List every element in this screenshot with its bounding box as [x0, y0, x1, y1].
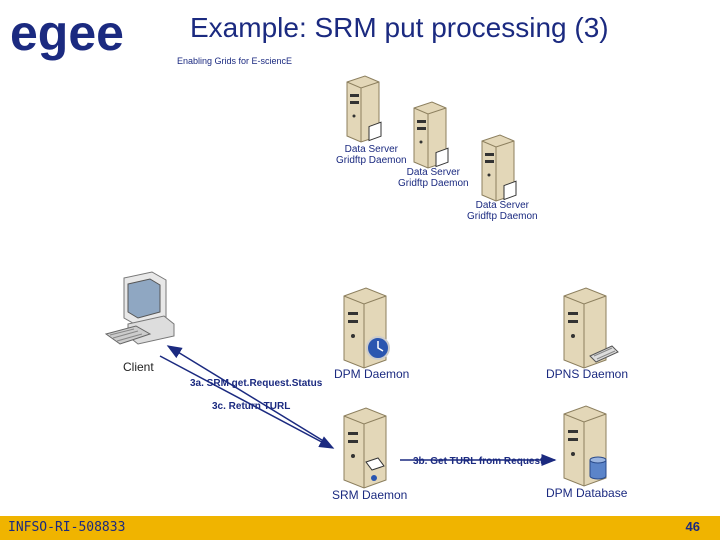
dpm-database-label: DPM Database	[546, 486, 628, 500]
footer-project-id: INFSO-RI-508833	[8, 520, 126, 535]
dpm-database-server-icon	[563, 405, 607, 487]
dpm-daemon-server-icon	[343, 287, 390, 369]
arrow-3a-label: 3a. SRM get.Request.Status	[190, 378, 323, 389]
slide-header: egee Example: SRM put processing (3) Ena…	[0, 0, 720, 66]
dpm-daemon-label: DPM Daemon	[334, 367, 410, 381]
document-icon	[365, 457, 385, 471]
data-server-3-icon	[481, 134, 517, 202]
arrow-3c-label: 3c. Return TURL	[212, 401, 291, 412]
data-server-2-icon	[413, 101, 449, 169]
database-icon	[589, 460, 607, 480]
data-server-1-icon	[346, 75, 382, 143]
slide-footer: INFSO-RI-508833 46	[0, 516, 720, 540]
keyboard-icon	[589, 345, 619, 363]
client-computer-icon	[104, 271, 175, 345]
srm-daemon-label: SRM Daemon	[332, 488, 408, 502]
dpns-daemon-server-icon	[563, 287, 619, 369]
page-number: 46	[685, 519, 700, 534]
srm-daemon-server-icon	[343, 407, 387, 489]
egee-logo: egee	[0, 0, 175, 66]
page-title: Example: SRM put processing (3)	[190, 12, 609, 43]
dpns-daemon-label: DPNS Daemon	[546, 367, 629, 381]
page-subtitle: Enabling Grids for E-sciencE	[177, 56, 293, 66]
client-label: Client	[123, 360, 154, 374]
arrow-3a	[166, 345, 331, 446]
arrow-3b-label: 3b. Get TURL from Request	[413, 456, 544, 467]
logo-text: egee	[10, 5, 124, 61]
arrow-3c	[159, 355, 335, 449]
